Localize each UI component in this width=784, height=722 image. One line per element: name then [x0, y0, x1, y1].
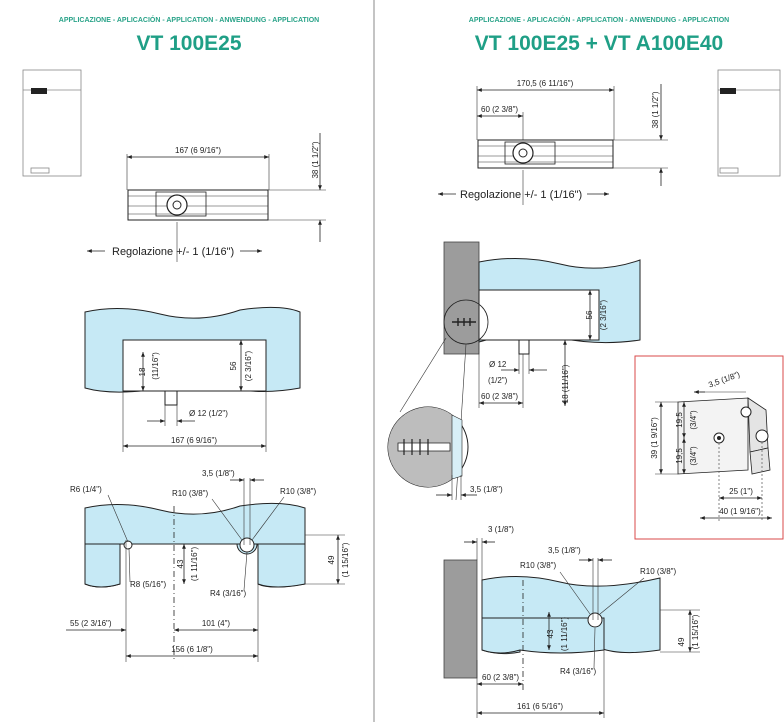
right-cut-d161: 161 (6 5/16") — [517, 702, 563, 711]
right-cut-r10a: R10 (3/8") — [520, 561, 557, 570]
left-cut-h43-in: (1 11/16") — [190, 547, 199, 582]
right-cut-h49: 49 — [677, 637, 686, 646]
right-top-offset-label: 60 (2 3/8") — [481, 105, 518, 114]
left-cut-r10b: R10 (3/8") — [280, 487, 317, 496]
left-glass-height-18-in: (11/16") — [151, 352, 160, 380]
left-subtitle: APPLICAZIONE - APLICACIÓN - APPLICATION … — [59, 15, 319, 24]
left-cut-d55: 55 (2 3/16") — [70, 619, 112, 628]
left-cut-d156: 156 (6 1/8") — [171, 645, 213, 654]
left-diameter-label: Ø 12 (1/2") — [189, 409, 228, 418]
right-adjust-label: Regolazione +/- 1 (1/16") — [460, 189, 582, 201]
bracket-h195a: 19,5 — [675, 412, 684, 428]
left-cut-gap: 3,5 (1/8") — [202, 469, 235, 478]
right-wall-offset: 60 (2 3/8") — [481, 392, 518, 401]
right-cut-r4: R4 (3/16") — [560, 667, 597, 676]
left-top-height-label: 38 (1 1/2") — [311, 141, 320, 178]
bracket-detail: 39 (1 9/16") 19,5 (3/4") 19,5 (3/4") 3,5… — [634, 355, 784, 540]
right-subtitle: APPLICAZIONE - APLICACIÓN - APPLICATION … — [469, 15, 729, 24]
right-cut-d60: 60 (2 3/8") — [482, 673, 519, 682]
left-reference-thumbnail — [22, 69, 82, 177]
left-cut-r6: R6 (1/4") — [70, 485, 102, 494]
left-glass-height-56: 56 — [229, 361, 238, 370]
right-cut-h49-in: (1 15/16") — [691, 614, 700, 649]
right-wall-gap: 3,5 (1/8") — [470, 485, 503, 494]
left-top-view: 167 (6 9/16") 38 (1 1/2") Regolazione +/… — [87, 133, 326, 262]
left-cut-h43: 43 — [176, 559, 185, 568]
bracket-w25: 25 (1") — [729, 487, 753, 496]
right-cut-view: 3 (1/8") 3,5 (1/8") R10 (3/8") R10 (3/8"… — [443, 525, 700, 718]
right-cut-gap: 3,5 (1/8") — [548, 546, 581, 555]
left-cut-r10a: R10 (3/8") — [172, 489, 209, 498]
right-cut-r10b: R10 (3/8") — [640, 567, 677, 576]
left-glass-width-label: 167 (6 9/16") — [171, 436, 217, 445]
left-glass-height-18: 18 — [138, 367, 147, 376]
right-cut-h43: 43 — [546, 629, 555, 638]
right-wall-view: 56 (2 3/16") Ø 12 (1/2") 60 (2 3/8") 18 … — [387, 241, 641, 501]
bracket-w40: 40 (1 9/16") — [719, 507, 761, 516]
left-glass-view: 167 (6 9/16") 56 (2 3/16") 18 (11/16") Ø… — [84, 306, 301, 452]
right-reference-thumbnail — [717, 69, 781, 177]
bracket-h195a-in: (3/4") — [689, 410, 698, 430]
left-title: VT 100E25 — [136, 32, 241, 55]
right-top-width-label: 170,5 (6 11/16") — [517, 79, 574, 88]
right-wall-height-56-in: (2 3/16") — [599, 299, 608, 330]
right-wall-diameter-in: (1/2") — [488, 376, 508, 385]
right-wall-diameter: Ø 12 — [489, 360, 507, 369]
left-cut-h49-in: (1 15/16") — [341, 542, 350, 577]
bracket-h39: 39 (1 9/16") — [650, 417, 659, 459]
right-cut-t3: 3 (1/8") — [488, 525, 514, 534]
left-top-width-label: 167 (6 9/16") — [175, 146, 221, 155]
left-cut-r4: R4 (3/16") — [210, 589, 247, 598]
left-cut-view: 3,5 (1/8") R6 (1/4") R8 (5/16") R10 (3/8… — [66, 469, 350, 662]
right-top-height-label: 38 (1 1/2") — [651, 91, 660, 128]
left-glass-height-56-in: (2 3/16") — [244, 350, 253, 381]
bracket-h195b: 19,5 — [675, 448, 684, 464]
right-cut-h43-in: (1 11/16") — [560, 617, 569, 652]
left-cut-r8: R8 (5/16") — [130, 580, 167, 589]
left-cut-d101: 101 (4") — [202, 619, 231, 628]
right-title: VT 100E25 + VT A100E40 — [475, 32, 723, 55]
right-top-view: 170,5 (6 11/16") 60 (2 3/8") 38 (1 1/2")… — [438, 79, 668, 205]
bracket-h195b-in: (3/4") — [689, 446, 698, 466]
left-cut-h49: 49 — [327, 555, 336, 564]
left-adjust-label: Regolazione +/- 1 (1/16") — [112, 246, 234, 258]
right-wall-height-56: 56 — [585, 310, 594, 319]
right-wall-height-18: 18 (11/16") — [561, 364, 570, 403]
